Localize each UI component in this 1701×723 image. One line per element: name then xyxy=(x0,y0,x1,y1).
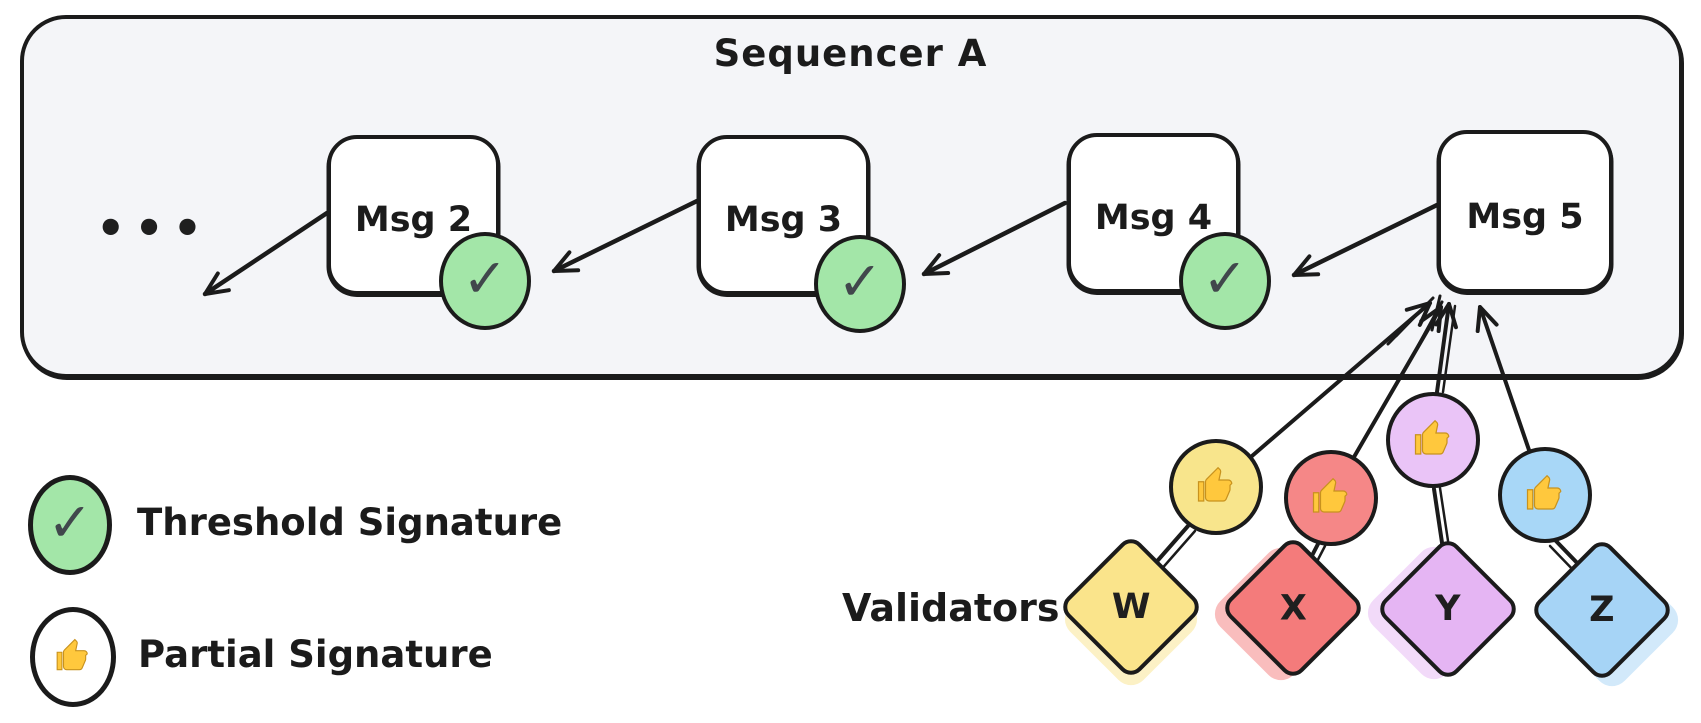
thumbs-up-icon xyxy=(1526,474,1562,510)
validator-arrow-z-to-msg5 xyxy=(1475,305,1531,452)
chain-arrow-msg4-to-msg3 xyxy=(921,200,1068,277)
check-icon: ✓ xyxy=(1202,247,1248,310)
sketchy-arrowhead-scribble xyxy=(1386,294,1444,348)
chain-arrow-msg5-to-msg4 xyxy=(1291,202,1440,278)
msg-label: Msg 5 xyxy=(1466,196,1584,237)
partial-signature-circle-w xyxy=(1169,439,1263,535)
validator-letter: X xyxy=(1279,588,1307,628)
validator-letter: Z xyxy=(1589,589,1615,630)
msg-label: Msg 3 xyxy=(724,200,843,240)
ellipsis-more-messages: ••• xyxy=(96,201,212,255)
check-icon: ✓ xyxy=(837,250,883,313)
validators-label: Validators xyxy=(842,586,1060,630)
check-icon: ✓ xyxy=(462,247,508,310)
check-icon: ✓ xyxy=(47,491,93,554)
legend-threshold-signature-icon: ✓ xyxy=(28,475,112,575)
msg-label: Msg 2 xyxy=(354,200,473,240)
chain-arrow-msg3-to-msg2 xyxy=(551,198,700,274)
thumbs-up-icon xyxy=(1312,477,1348,513)
threshold-signature-badge-msg4: ✓ xyxy=(1179,232,1271,330)
thumbs-up-icon xyxy=(56,638,88,671)
legend-threshold-signature-label: Threshold Signature xyxy=(137,501,563,544)
validator-arrow-y-to-msg5 xyxy=(1434,302,1458,394)
validator-arrow-w-to-msg5 xyxy=(1250,301,1432,458)
thumbs-up-icon xyxy=(1197,466,1233,502)
partial-signature-circle-z xyxy=(1498,447,1592,543)
sequencer-title: Sequencer A xyxy=(713,32,988,75)
thumbs-up-icon xyxy=(1414,419,1450,455)
legend-partial-signature-icon xyxy=(30,607,116,707)
partial-signature-circle-y xyxy=(1386,392,1480,488)
connector-w-circle-diamond-2 xyxy=(1157,529,1197,574)
legend-partial-signature-label: Partial Signature xyxy=(138,633,493,676)
validator-letter: Y xyxy=(1435,588,1461,629)
chain-arrow-msg2-to-prev xyxy=(202,210,330,297)
msg-label: Msg 4 xyxy=(1094,198,1213,238)
partial-signature-circle-x xyxy=(1284,450,1378,546)
threshold-signature-badge-msg2: ✓ xyxy=(439,232,531,330)
validator-arrow-y-double-stroke xyxy=(1441,304,1457,394)
threshold-signature-badge-msg3: ✓ xyxy=(814,235,906,333)
msg-box-5: Msg 5 xyxy=(1437,130,1613,293)
validator-letter: W xyxy=(1111,586,1151,627)
